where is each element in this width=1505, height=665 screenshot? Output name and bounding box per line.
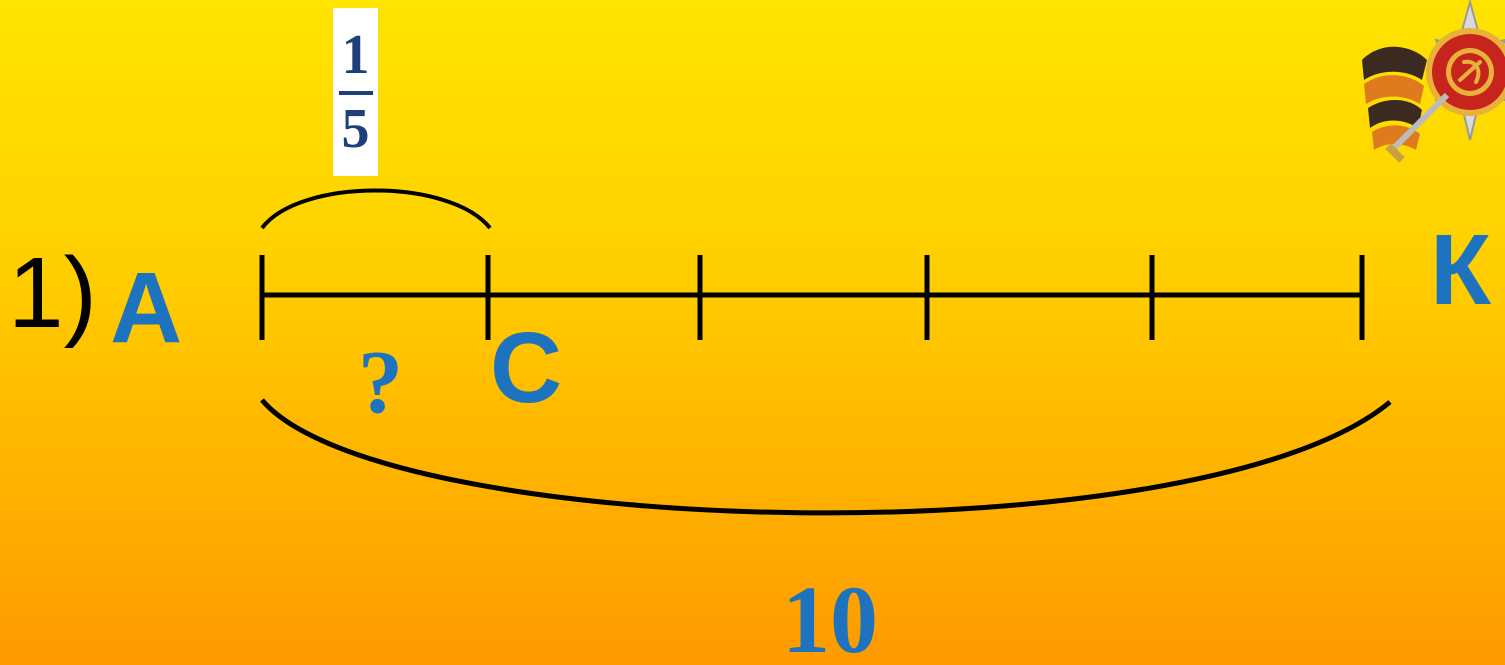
large-brace-arc	[260, 398, 1392, 516]
unknown-length-mark: ?	[358, 333, 403, 432]
point-c-label: С	[490, 312, 563, 424]
problem-number: 1)	[8, 237, 97, 349]
total-length-label: 10	[782, 566, 878, 665]
fraction-numerator: 1	[341, 24, 370, 86]
order-of-patriotic-war-icon	[1352, 0, 1505, 178]
small-brace-arc	[260, 188, 492, 230]
fraction-bar	[338, 91, 373, 95]
fraction-one-fifth: 1 5	[333, 8, 378, 176]
fraction-denominator: 5	[341, 98, 370, 160]
point-a-label: А	[110, 252, 183, 364]
point-k-label: К	[1430, 214, 1492, 326]
